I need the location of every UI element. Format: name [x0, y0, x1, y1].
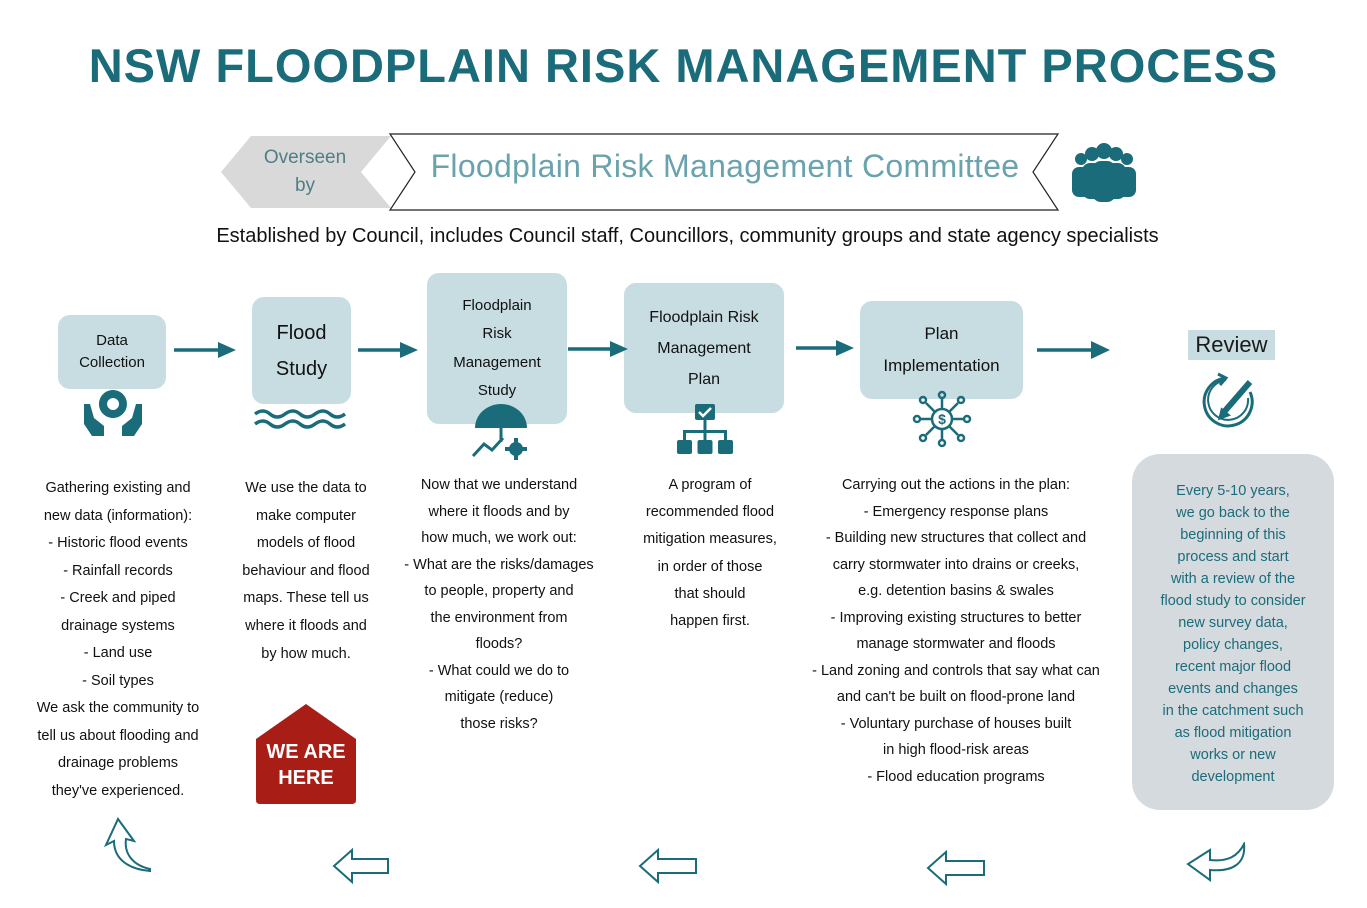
- step-flood-study-box: Flood Study: [252, 297, 351, 404]
- flow-arrow-icon: [568, 341, 628, 357]
- step-data-collection-box: Data Collection: [58, 315, 166, 389]
- step-frmp-box: Floodplain Risk Management Plan: [624, 283, 784, 413]
- umbrella-chart-gear-icon: [471, 404, 527, 460]
- step-label: Data Collection: [79, 332, 145, 371]
- review-description: Every 5-10 years, we go back to the begi…: [1132, 454, 1334, 810]
- step-plan-implementation-box: Plan Implementation: [860, 301, 1023, 399]
- review-label: Review: [1188, 330, 1275, 360]
- step-label: Floodplain Risk Management Plan: [649, 308, 759, 388]
- dollar-network-icon: $: [912, 390, 972, 448]
- step-frms-box: Floodplain Risk Management Study: [427, 273, 567, 424]
- we-are-here-label: WE ARE HERE: [266, 741, 346, 789]
- step-description: A program of recommended flood mitigatio…: [643, 477, 777, 630]
- committee-description: Established by Council, includes Council…: [216, 225, 1159, 247]
- left-arrow-icon: [926, 850, 985, 886]
- step-description: Carrying out the actions in the plan: - …: [812, 477, 1100, 785]
- we-are-here-marker: [256, 704, 356, 804]
- refresh-pencil-icon: [1202, 372, 1254, 428]
- flow-arrow-icon: [1037, 341, 1110, 359]
- step-label: Floodplain Risk Management Study: [453, 296, 541, 400]
- flow-arrow-icon: [358, 342, 418, 358]
- step-label: Flood Study: [275, 321, 328, 380]
- step-description: Gathering existing and new data (informa…: [36, 480, 200, 799]
- curved-left-arrow-icon: [1186, 842, 1246, 882]
- step-description: Now that we understand where it floods a…: [404, 477, 594, 732]
- water-waves-icon: [253, 409, 347, 429]
- step-label: Plan Implementation: [883, 324, 1000, 375]
- left-arrow-icon: [638, 848, 697, 884]
- committee-banner-shape: [388, 133, 1060, 211]
- people-group-icon: [1072, 143, 1136, 202]
- svg-text:$: $: [938, 411, 946, 427]
- flow-arrow-icon: [174, 342, 236, 358]
- hands-holding-ring-icon: [84, 390, 142, 436]
- step-description: We use the data to make computer models …: [242, 480, 370, 662]
- page-title: NSW FLOODPLAIN RISK MANAGEMENT PROCESS: [88, 39, 1279, 92]
- committee-title: Floodplain Risk Management Committee: [430, 148, 1020, 184]
- overseen-label: Overseen by: [263, 147, 347, 196]
- flow-arrow-icon: [796, 340, 854, 356]
- left-arrow-icon: [332, 848, 389, 884]
- curved-up-arrow-icon: [103, 817, 151, 873]
- overseen-chevron-shape: [221, 136, 391, 208]
- checklist-hierarchy-icon: [677, 404, 733, 454]
